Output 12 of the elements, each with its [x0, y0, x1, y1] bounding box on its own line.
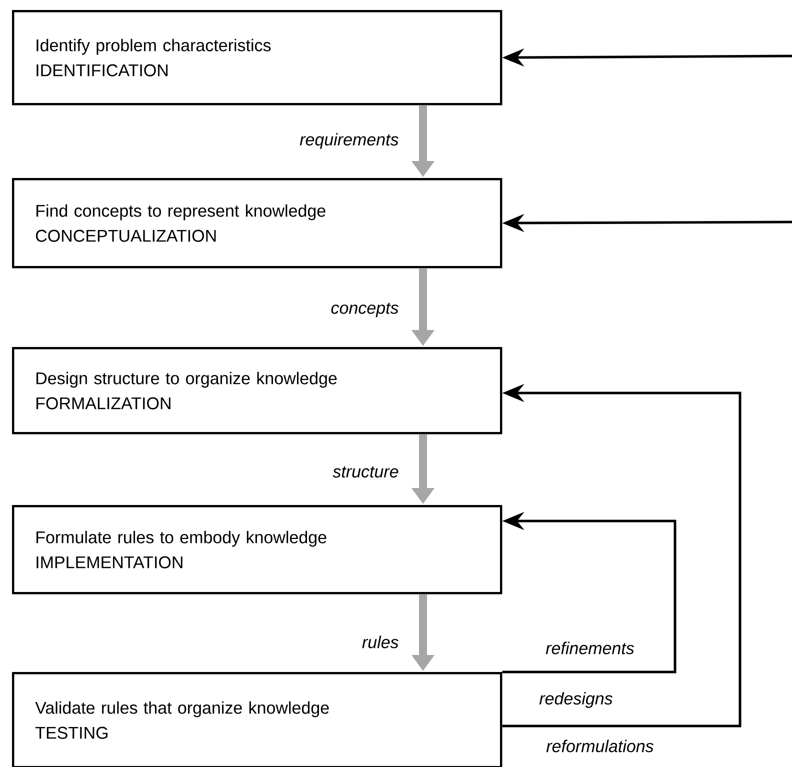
process-box: Design structure to organize knowledge FORMALIZATION	[12, 347, 502, 434]
process-box: Formulate rules to embody knowledge IMPLEMENTATION	[12, 505, 502, 594]
edge-label: redesigns	[538, 691, 614, 709]
edge-label: refinements	[544, 640, 636, 656]
edge-label: structure	[332, 465, 400, 479]
edge-label: requirements	[298, 132, 400, 150]
process-box: Identify problem characteristics IDENTIFICATION	[12, 10, 502, 106]
line-label: reformulations	[545, 738, 655, 754]
process-box: Validate rules that organize knowledge TESTING	[12, 672, 502, 767]
edge-label: concepts	[330, 302, 400, 318]
edge-label: rules	[360, 634, 400, 650]
process-box: Find concepts to represent knowledge CONCEPTUALIZATION	[12, 178, 502, 268]
